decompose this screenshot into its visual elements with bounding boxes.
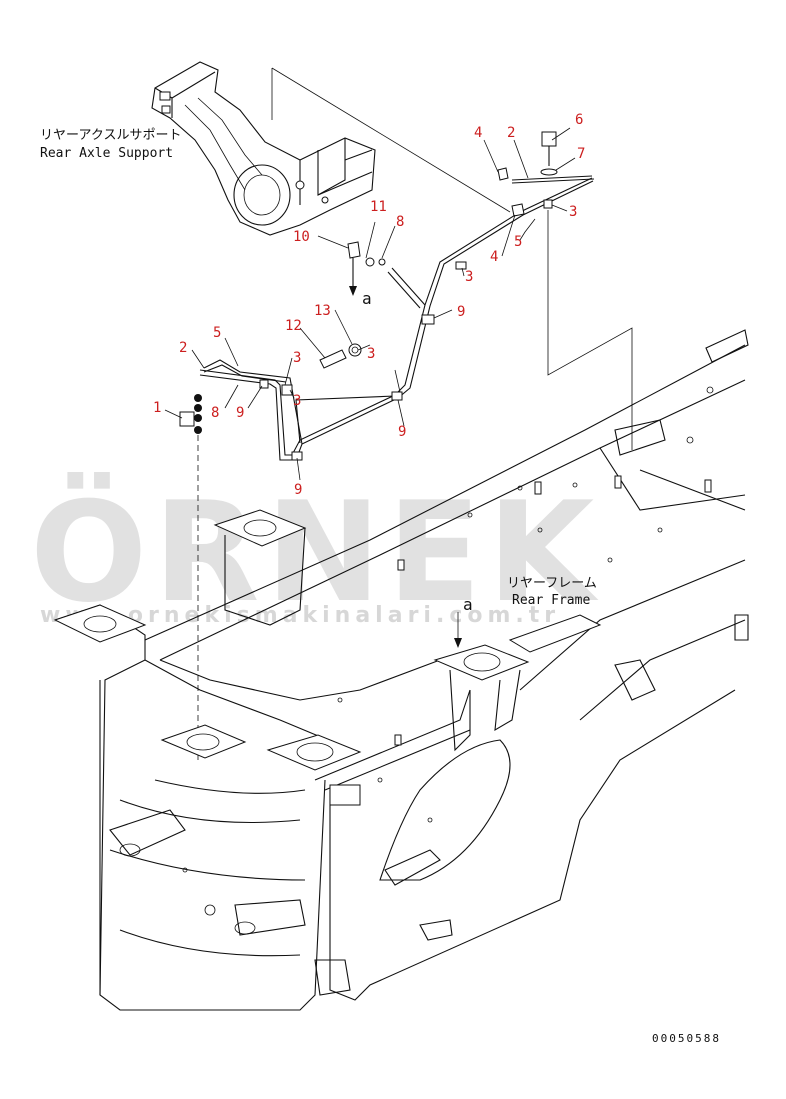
callout-4: 4 xyxy=(474,125,482,141)
watermark-brand: ÖRNEK xyxy=(30,472,600,633)
callout-7: 7 xyxy=(577,146,585,162)
ref-arrowhead xyxy=(454,638,462,648)
callout-4: 4 xyxy=(490,249,498,265)
rear-axle-support-label-jp: リヤーアクスルサポート xyxy=(40,128,181,143)
callout-9: 9 xyxy=(398,424,406,440)
rear-frame-label-en: Rear Frame xyxy=(512,593,590,608)
ref-letter-a-bottom: a xyxy=(463,595,473,614)
ref-line xyxy=(271,67,511,213)
callout-3: 3 xyxy=(367,346,375,362)
callout-5: 5 xyxy=(514,234,522,250)
callout-numbers: 1 2 2 3 3 3 3 3 3 4 4 5 5 6 7 8 8 9 9 9 … xyxy=(153,112,585,498)
watermark: ÖRNEK www.ornekismakinalari.com.tr xyxy=(30,472,600,633)
callout-1: 1 xyxy=(153,400,161,416)
callout-11: 11 xyxy=(370,199,387,215)
callout-3: 3 xyxy=(293,350,301,366)
callout-9: 9 xyxy=(294,482,302,498)
callout-13: 13 xyxy=(314,303,331,319)
callout-8: 8 xyxy=(396,214,404,230)
callout-12: 12 xyxy=(285,318,302,334)
rear-axle-support-drawing xyxy=(151,61,376,236)
callout-10: 10 xyxy=(293,229,310,245)
ref-letter-a-top: a xyxy=(362,289,372,308)
callout-3: 3 xyxy=(293,393,301,409)
callout-2: 2 xyxy=(507,125,515,141)
callout-5: 5 xyxy=(213,325,221,341)
callout-9: 9 xyxy=(236,405,244,421)
callout-2: 2 xyxy=(179,340,187,356)
upper-tube-assembly xyxy=(179,131,595,461)
ref-line xyxy=(547,210,633,450)
leader-lines xyxy=(164,127,576,481)
rear-frame-label-jp: リヤーフレーム xyxy=(507,576,597,591)
callout-3: 3 xyxy=(465,269,473,285)
callout-9: 9 xyxy=(457,304,465,320)
drawing-number: 00050588 xyxy=(652,1032,721,1045)
callout-8: 8 xyxy=(211,405,219,421)
callout-6: 6 xyxy=(575,112,583,128)
rear-frame-drawing xyxy=(53,329,749,1011)
rear-axle-support-label-en: Rear Axle Support xyxy=(40,146,173,161)
callout-3: 3 xyxy=(569,204,577,220)
